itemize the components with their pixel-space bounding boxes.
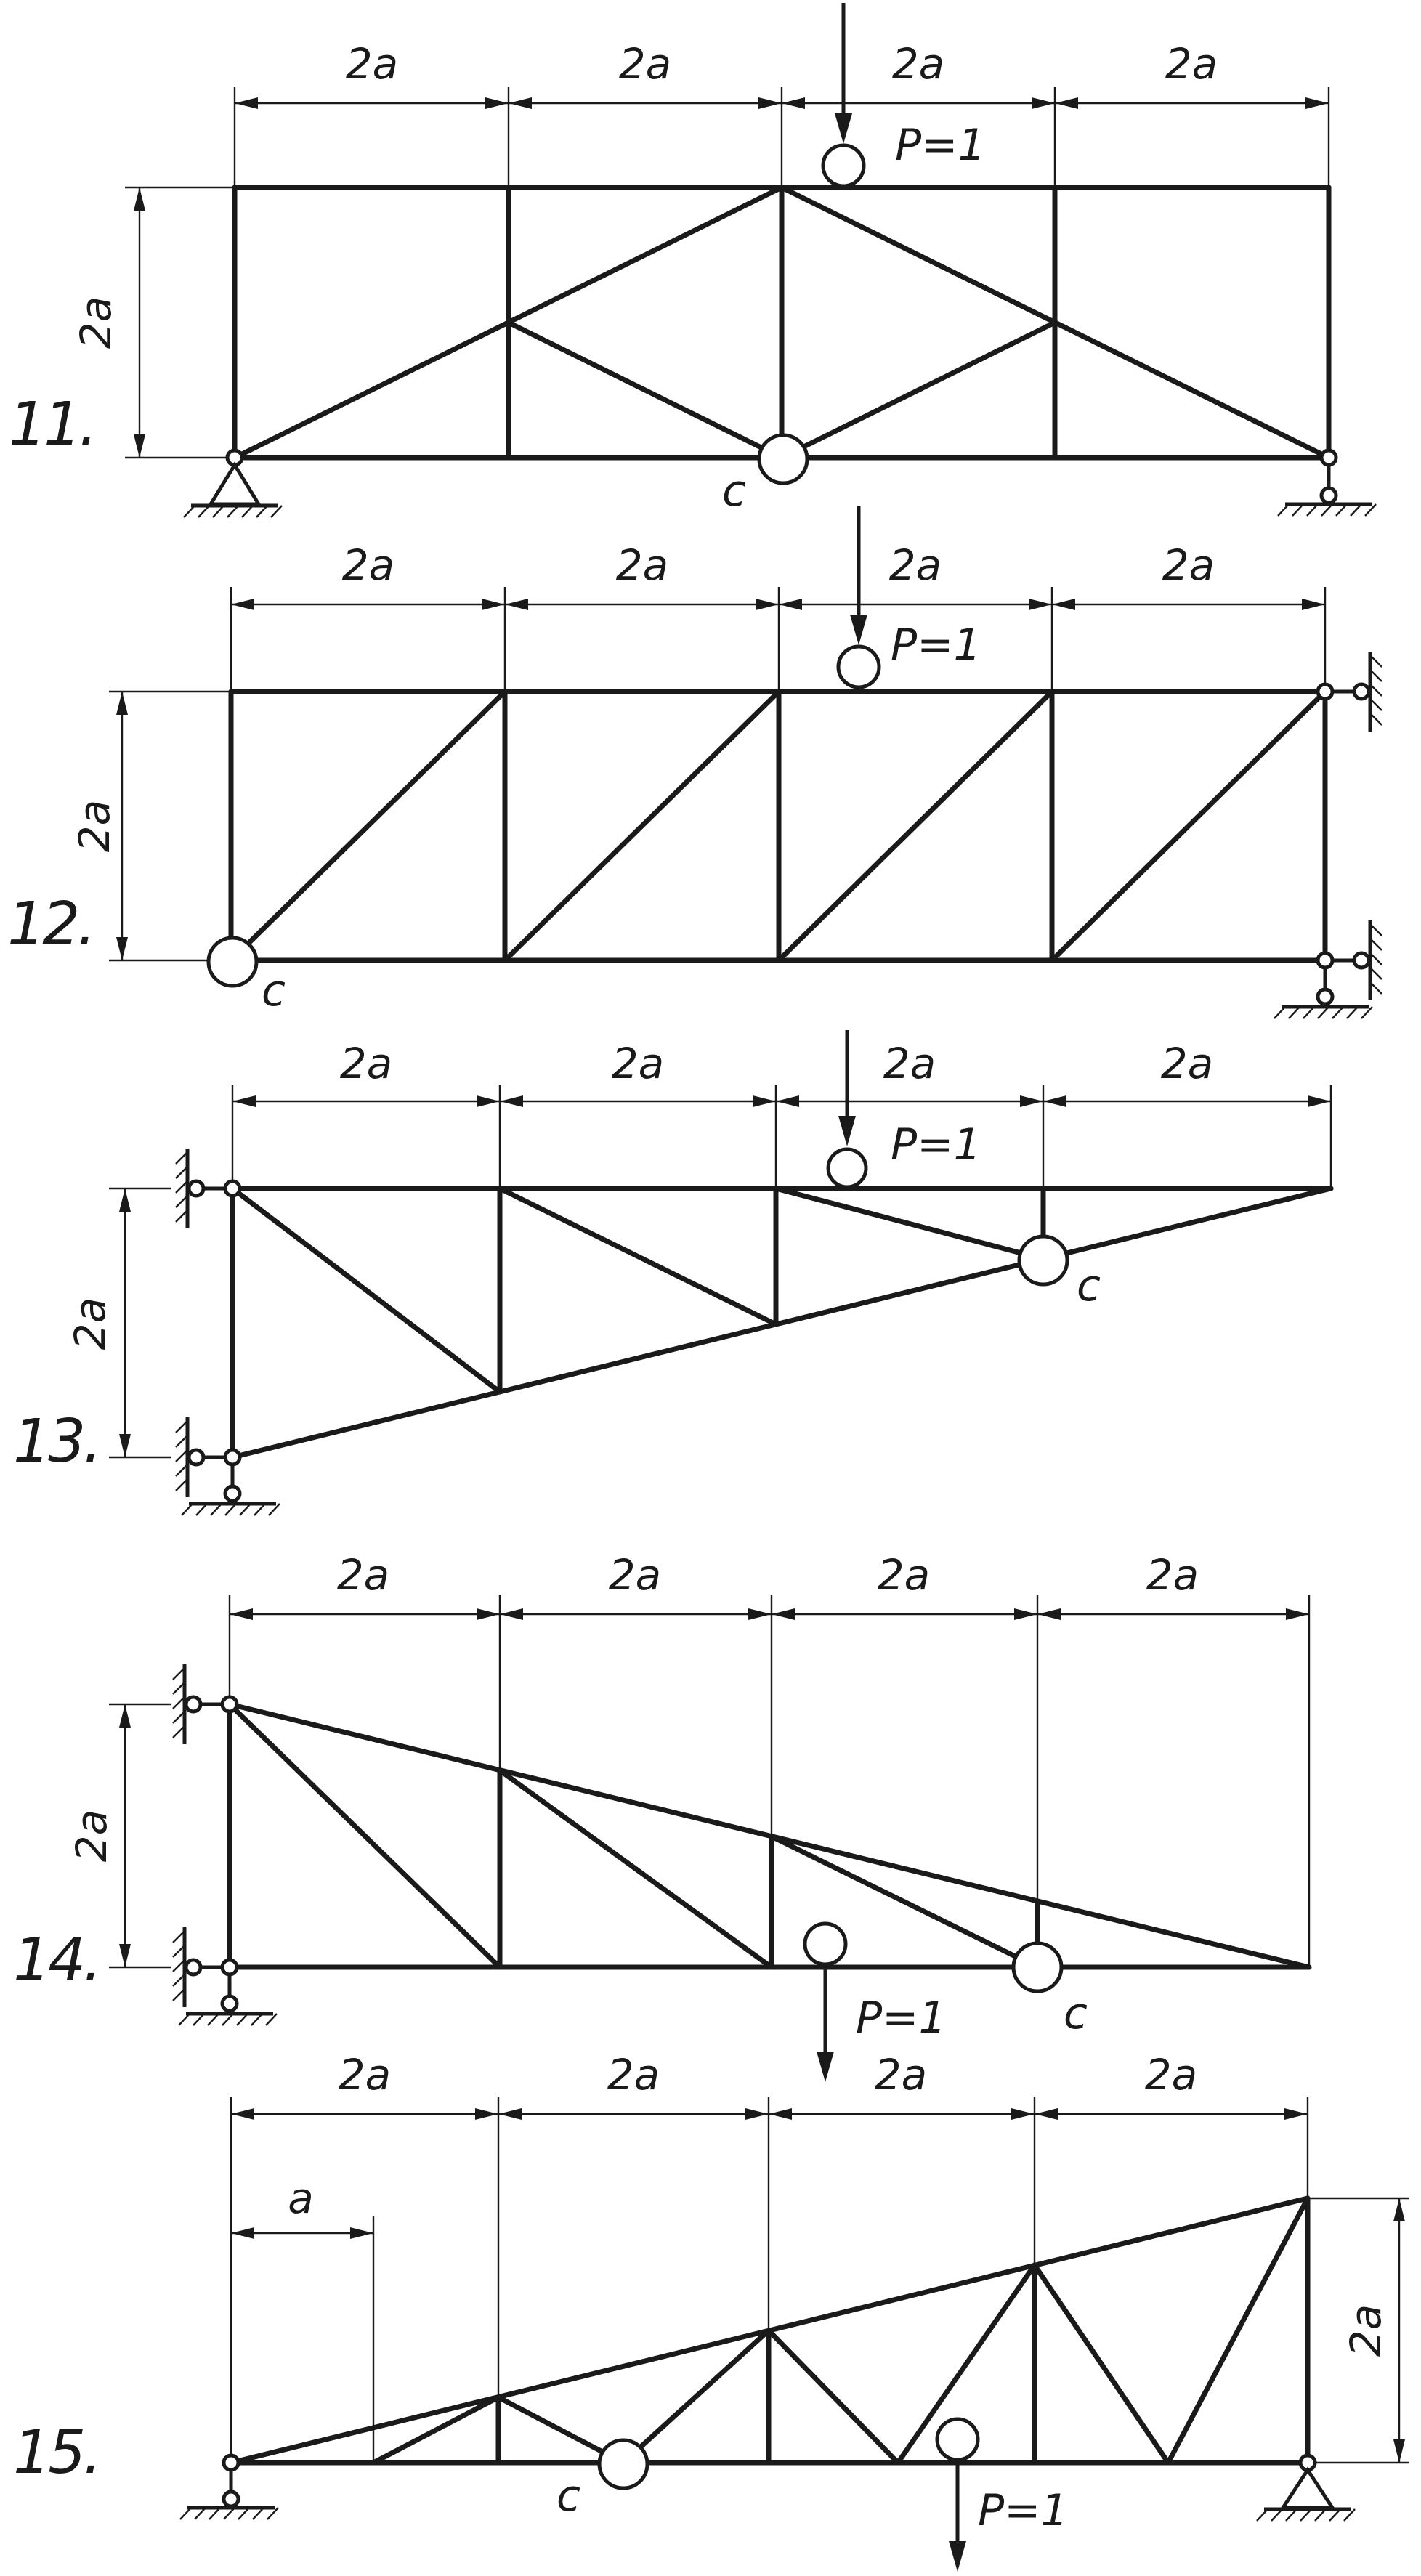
p12-dim-2: 2a xyxy=(616,540,668,590)
p12-point-c-marker xyxy=(206,936,259,988)
p13-height-label: 2a xyxy=(65,1297,115,1350)
p15-point-label: c xyxy=(556,2471,580,2522)
p13-height-dimension xyxy=(109,1187,171,1459)
p15-truss-members xyxy=(228,2195,1311,2466)
p13-dim-1: 2a xyxy=(340,1039,392,1088)
problem-13: 2a 2a 2a 2a 2a 13. xyxy=(13,1030,1334,1515)
p14-height-dimension xyxy=(109,1703,171,1969)
p15-point-c-marker xyxy=(597,2438,649,2490)
p15-load-arrow xyxy=(935,2417,980,2572)
p13-truss-members xyxy=(230,1186,1334,1460)
p11-dim-4: 2a xyxy=(1165,39,1218,89)
p11-roller-support-right xyxy=(1278,448,1376,516)
p14-dim-4: 2a xyxy=(1146,1550,1199,1600)
p12-load-arrow xyxy=(836,506,881,689)
p12-span-dimension xyxy=(230,587,1327,692)
problem-11: 2a 2a 2a 2a 2a 11. xyxy=(9,3,1376,517)
p13-load-label: P=1 xyxy=(891,1119,981,1170)
p12-number: 12. xyxy=(7,890,93,959)
p13-dim-3: 2a xyxy=(883,1039,936,1088)
problem-15: 2a 2a 2a 2a a 2a 15. xyxy=(13,2050,1409,2572)
p14-load-arrow xyxy=(803,1921,848,2082)
p15-dim-1: 2a xyxy=(339,2050,391,2099)
p13-load-arrow xyxy=(826,1030,868,1189)
p11-number: 11. xyxy=(9,390,94,459)
p12-dim-1: 2a xyxy=(342,540,394,590)
problem-14: 2a 2a 2a 2a 2a 14. xyxy=(13,1550,1312,2082)
p15-pin-support-right xyxy=(1257,2453,1355,2521)
p14-dim-3: 2a xyxy=(878,1550,930,1600)
p13-point-label: c xyxy=(1077,1260,1101,1311)
p14-height-label: 2a xyxy=(67,1810,116,1862)
p11-height-label: 2a xyxy=(71,296,121,349)
p14-dim-1: 2a xyxy=(337,1550,389,1600)
p12-height-label: 2a xyxy=(70,800,119,852)
p12-point-label: c xyxy=(262,965,286,1016)
p13-dim-4: 2a xyxy=(1161,1039,1213,1088)
p14-number: 14. xyxy=(13,1926,99,1995)
p15-a-label: a xyxy=(288,2174,314,2223)
p11-height-dimension xyxy=(125,186,235,459)
p14-point-c-marker xyxy=(1011,1941,1064,1993)
p13-point-c-marker xyxy=(1017,1234,1069,1287)
p14-link-support-top-left xyxy=(173,1664,239,1744)
p11-pin-support-left xyxy=(184,448,282,517)
p11-dim-2: 2a xyxy=(619,39,671,89)
p14-dim-2: 2a xyxy=(609,1550,661,1600)
p14-truss-members xyxy=(227,1701,1312,1970)
p15-load-label: P=1 xyxy=(978,2485,1069,2536)
p12-height-dimension xyxy=(109,690,231,962)
p13-dim-2: 2a xyxy=(612,1039,664,1088)
p11-load-arrow xyxy=(821,3,866,188)
p11-span-dimension xyxy=(233,87,1330,187)
p11-dim-3: 2a xyxy=(892,39,944,89)
p13-span-dimension xyxy=(231,1085,1332,1188)
p12-dim-3: 2a xyxy=(889,540,942,590)
p12-fixed-support-bottom-right xyxy=(1274,920,1382,1018)
p15-dim-2: 2a xyxy=(607,2050,660,2099)
problem-12: 2a 2a 2a 2a 2a 12. xyxy=(7,506,1382,1018)
p12-load-label: P=1 xyxy=(891,620,981,671)
p11-point-c-marker xyxy=(757,433,809,485)
p13-link-support-top-left xyxy=(176,1149,242,1228)
p15-number: 15. xyxy=(13,2418,99,2487)
p15-roller-support-left xyxy=(180,2453,278,2519)
p15-height-label: 2a xyxy=(1341,2304,1390,2357)
p11-point-label: c xyxy=(722,466,746,517)
p15-dim-4: 2a xyxy=(1145,2050,1197,2099)
p14-fixed-support-bottom-left xyxy=(173,1927,277,2025)
p13-number: 13. xyxy=(13,1407,99,1476)
p12-horizontal-link-top-right xyxy=(1316,652,1382,732)
p15-a-dimension xyxy=(231,2216,375,2463)
p11-dim-1: 2a xyxy=(346,39,398,89)
p11-load-label: P=1 xyxy=(895,120,986,171)
p13-fixed-support-bottom-left xyxy=(176,1417,280,1515)
p11-truss-members xyxy=(232,185,1332,461)
p14-span-dimension xyxy=(228,1595,1311,1967)
p12-dim-4: 2a xyxy=(1162,540,1215,590)
p15-dim-3: 2a xyxy=(875,2050,927,2099)
p14-load-label: P=1 xyxy=(856,1993,947,2044)
p15-span-dimension xyxy=(230,2097,1309,2463)
p12-truss-members xyxy=(228,689,1328,963)
p15-height-dimension xyxy=(1308,2197,1409,2464)
p14-point-label: c xyxy=(1064,1988,1088,2039)
